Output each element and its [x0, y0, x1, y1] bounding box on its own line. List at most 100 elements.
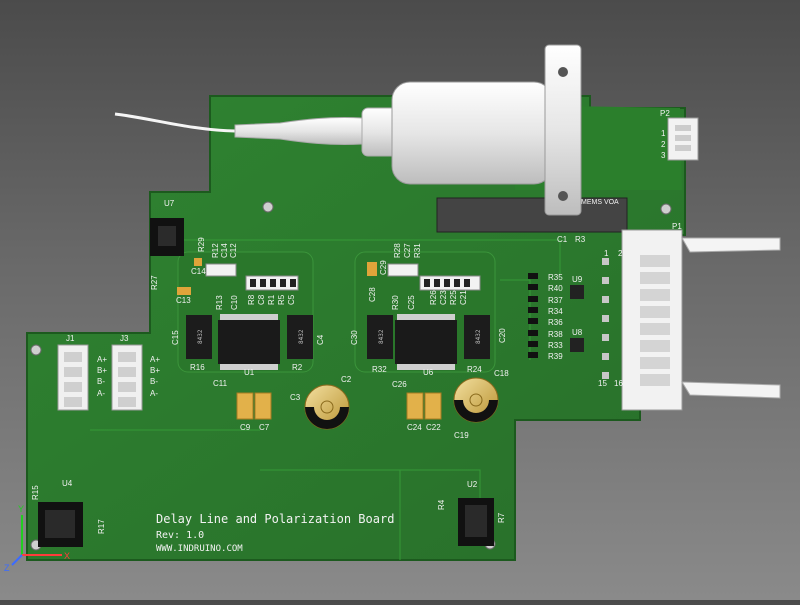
label-j1-bplus: B+	[97, 366, 107, 375]
voa-body	[391, 81, 553, 185]
axis-gizmo: Y X Z	[4, 504, 70, 573]
label-c25: C25	[407, 295, 416, 310]
label-c20: C20	[498, 328, 507, 343]
label-c4: C4	[316, 334, 325, 345]
label-r4: R4	[437, 499, 446, 510]
label-r5: R5	[277, 294, 286, 305]
flange-hole-top	[558, 67, 568, 77]
inductors	[186, 315, 490, 359]
label-c11: C11	[213, 379, 228, 388]
label-pin16: 16	[614, 379, 623, 388]
label-c21: C21	[459, 290, 468, 305]
label-c1: C1	[557, 235, 568, 244]
label-r12: R12	[211, 243, 220, 258]
label-c27: C27	[403, 243, 412, 258]
label-r3: R3	[575, 235, 586, 244]
label-pin2: 2	[618, 249, 623, 258]
j3-connector[interactable]	[111, 344, 143, 411]
label-u2: U2	[467, 480, 478, 489]
label-c28: C28	[368, 287, 377, 302]
label-r2: R2	[292, 363, 303, 372]
label-r24: R24	[467, 365, 482, 374]
passives-right	[367, 262, 481, 291]
label-u6: U6	[423, 368, 434, 377]
label-r28: R28	[393, 243, 402, 258]
label-c24: C24	[407, 423, 422, 432]
label-j3: J3	[120, 334, 129, 343]
label-j3-aplus: A+	[150, 355, 160, 364]
label-u1: U1	[244, 368, 255, 377]
label-r39: R39	[548, 352, 563, 361]
inductor-mark-1: 8432	[197, 329, 204, 344]
label-j3-bminus: B-	[150, 377, 158, 386]
label-p2-3: 3	[661, 151, 666, 160]
label-mems: MEMS VOA	[581, 199, 619, 206]
label-p2-1: 1	[661, 129, 666, 138]
label-c29: C29	[379, 260, 388, 275]
label-j1-aminus: A-	[97, 389, 105, 398]
label-r38: R38	[548, 330, 563, 339]
label-p1: P1	[672, 222, 682, 231]
p1-header[interactable]	[621, 229, 781, 411]
label-c18: C18	[494, 369, 509, 378]
label-c9: C9	[240, 423, 251, 432]
inductor-mark-4: 8432	[475, 329, 482, 344]
label-j3-bplus: B+	[150, 366, 160, 375]
board-rev: Rev: 1.0	[156, 530, 204, 541]
inductor-mark-2: 8432	[298, 329, 305, 344]
axis-x-label: X	[64, 551, 70, 561]
label-r36: R36	[548, 318, 563, 327]
label-r7: R7	[497, 512, 506, 523]
flange-hole-bottom	[558, 191, 568, 201]
label-j3-aminus: A-	[150, 389, 158, 398]
label-pin15: 15	[598, 379, 607, 388]
voa-base	[436, 197, 628, 233]
label-u8: U8	[572, 328, 583, 337]
p1-pads	[602, 258, 609, 379]
electrolytic-caps	[304, 377, 499, 430]
fiber-cable	[114, 112, 236, 133]
j1-connector[interactable]	[57, 344, 89, 411]
label-u7: U7	[164, 199, 175, 208]
label-r27: R27	[150, 275, 159, 290]
label-c14: C14	[191, 267, 206, 276]
label-c8: C8	[257, 294, 266, 305]
label-p2-2: 2	[661, 140, 666, 149]
board-url: WWW.INDRUINO.COM	[156, 544, 243, 554]
label-c15: C15	[171, 330, 180, 345]
label-p2: P2	[660, 109, 670, 118]
label-u9: U9	[572, 275, 583, 284]
label-r8: R8	[247, 294, 256, 305]
inductor-mark-3: 8432	[378, 329, 385, 344]
label-c5: C5	[287, 294, 296, 305]
board-title: Delay Line and Polarization Board	[156, 512, 394, 526]
u1-ic	[218, 314, 280, 370]
label-c14b: C14	[220, 243, 229, 258]
label-r40: R40	[548, 284, 563, 293]
passives-left	[177, 258, 299, 295]
label-c13: C13	[176, 296, 191, 305]
label-r16: R16	[190, 363, 205, 372]
resistor-column	[528, 273, 538, 358]
label-pin1: 1	[604, 249, 609, 258]
label-r33: R33	[548, 341, 563, 350]
label-c3: C3	[290, 393, 301, 402]
label-r15: R15	[31, 485, 40, 500]
label-r35: R35	[548, 273, 563, 282]
axis-z-label: Z	[4, 563, 10, 573]
label-c22: C22	[426, 423, 441, 432]
label-r30: R30	[391, 295, 400, 310]
label-c19: C19	[454, 431, 469, 440]
label-r31: R31	[413, 243, 422, 258]
label-j1: J1	[66, 334, 75, 343]
label-c12: C12	[229, 243, 238, 258]
label-r13: R13	[215, 295, 224, 310]
label-j1-aplus: A+	[97, 355, 107, 364]
label-r37: R37	[548, 296, 563, 305]
label-c30: C30	[350, 330, 359, 345]
label-c26: C26	[392, 380, 407, 389]
label-r29: R29	[197, 237, 206, 252]
label-c7: C7	[259, 423, 270, 432]
